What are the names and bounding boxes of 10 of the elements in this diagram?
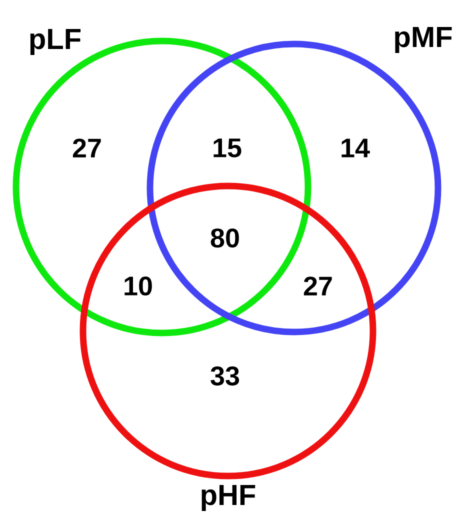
region-count: 14: [342, 138, 370, 158]
region-count: 33: [210, 366, 240, 386]
region-count: 10: [124, 276, 152, 296]
region-count: 80: [210, 228, 239, 248]
set-label: pLF: [30, 29, 81, 55]
set-label: pMF: [395, 27, 452, 53]
region-count: 27: [72, 138, 101, 158]
set-label: pHF: [202, 485, 256, 511]
region-count: 15: [214, 138, 242, 158]
region-count: 27: [304, 276, 332, 296]
